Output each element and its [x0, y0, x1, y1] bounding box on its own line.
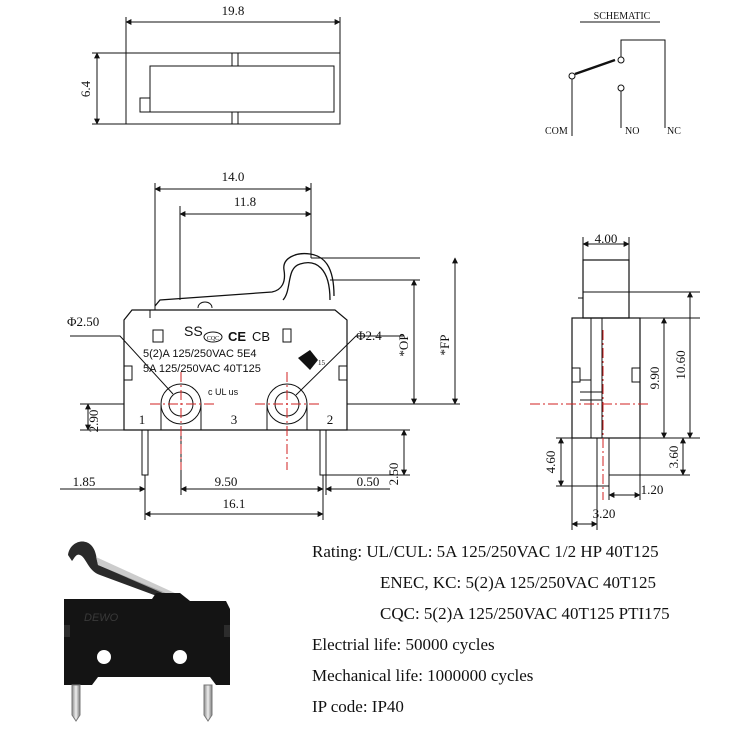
- top-length-label: 19.8: [222, 3, 245, 18]
- pin-length-label: 4.60: [543, 451, 558, 474]
- spec-list: Rating: UL/CUL: 5A 125/250VAC 1/2 HP 40T…: [312, 536, 742, 722]
- end-top-width-label: 4.00: [595, 231, 618, 246]
- base-length-label: 16.1: [223, 496, 246, 511]
- terminal-number-1: 1: [139, 412, 146, 427]
- enec-logo: [298, 350, 318, 370]
- photo-pin-left: [71, 684, 81, 722]
- schematic-title: SCHEMATIC: [594, 11, 651, 22]
- left-offset-label: 1.85: [73, 474, 96, 489]
- photo-pin-right: [203, 684, 213, 722]
- spec-electrical-life: Electrial life: 50000 cycles: [312, 635, 495, 654]
- top-view: [92, 17, 341, 125]
- cb-mark: CB: [252, 329, 270, 344]
- terminal-height-label: 2.90: [86, 410, 101, 433]
- terminal-spacing-label: 9.50: [215, 474, 238, 489]
- fp-label: *FP: [437, 335, 452, 356]
- right-offset-label: 0.50: [357, 474, 380, 489]
- actuator-width-label: 11.8: [234, 194, 256, 209]
- photo-hole-right: [173, 650, 187, 664]
- op-label: *OP: [396, 333, 411, 356]
- ce-mark: CE: [228, 329, 246, 344]
- kc-logo: [282, 328, 292, 343]
- top-height-label: 6.4: [78, 80, 93, 97]
- overall-width-label: 14.0: [222, 169, 245, 184]
- schematic-no-label: NO: [625, 126, 639, 137]
- body-line1: 5(2)A 125/250VAC 5E4: [143, 348, 257, 360]
- terminal-length-label: 2.50: [386, 463, 401, 486]
- schematic-com-label: COM: [545, 126, 568, 137]
- terminal-number-2: 2: [327, 412, 334, 427]
- end-center-lines: [530, 330, 650, 500]
- spec-mechanical-life: Mechanical life: 1000000 cycles: [312, 666, 534, 685]
- end-height-total-label: 10.60: [673, 350, 688, 379]
- base-width-label: 3.20: [593, 506, 616, 521]
- embossed-brand: DEWO: [84, 612, 119, 624]
- cqc-logo: [203, 331, 223, 343]
- pin-thickness-label: 1.20: [641, 482, 664, 497]
- side-center-lines: [150, 372, 320, 470]
- spec-rating-ul: Rating: UL/CUL: 5A 125/250VAC 1/2 HP 40T…: [312, 536, 742, 567]
- body-line2: 5A 125/250VAC 40T125: [143, 363, 261, 375]
- schematic-nc-label: NC: [667, 126, 681, 137]
- end-view: [556, 237, 700, 530]
- hole-left-dia-label: Φ2.50: [67, 314, 99, 329]
- body-markings: SS CQC CE CB 5(2)A 125/250VAC 5E4 5A 125…: [143, 323, 326, 397]
- hole-right-dia-label: Φ2.4: [356, 328, 382, 343]
- spec-rating-enec: ENEC, KC: 5(2)A 125/250VAC 40T125: [380, 573, 656, 592]
- rating-ul: UL/CUL: 5A 125/250VAC 1/2 HP 40T125: [366, 542, 659, 561]
- brand-mark: SS: [184, 323, 203, 339]
- rating-label: Rating:: [312, 542, 363, 561]
- spec-ip-code: IP code: IP40: [312, 697, 404, 716]
- terminal-number-3: 3: [231, 412, 238, 427]
- switch-body: [64, 593, 230, 685]
- cqc-text: CQC: [207, 336, 219, 342]
- end-height-inner-label: 9.90: [647, 367, 662, 390]
- spec-rating-cqc: CQC: 5(2)A 125/250VAC 40T125 PTI175: [380, 604, 670, 623]
- enec-number: 15: [318, 359, 326, 367]
- photo-hole-left: [97, 650, 111, 664]
- product-photo: DEWO: [64, 541, 230, 722]
- schematic: [568, 21, 666, 136]
- pin-offset-label: 3.60: [666, 446, 681, 469]
- ul-mark: c UL us: [208, 387, 239, 397]
